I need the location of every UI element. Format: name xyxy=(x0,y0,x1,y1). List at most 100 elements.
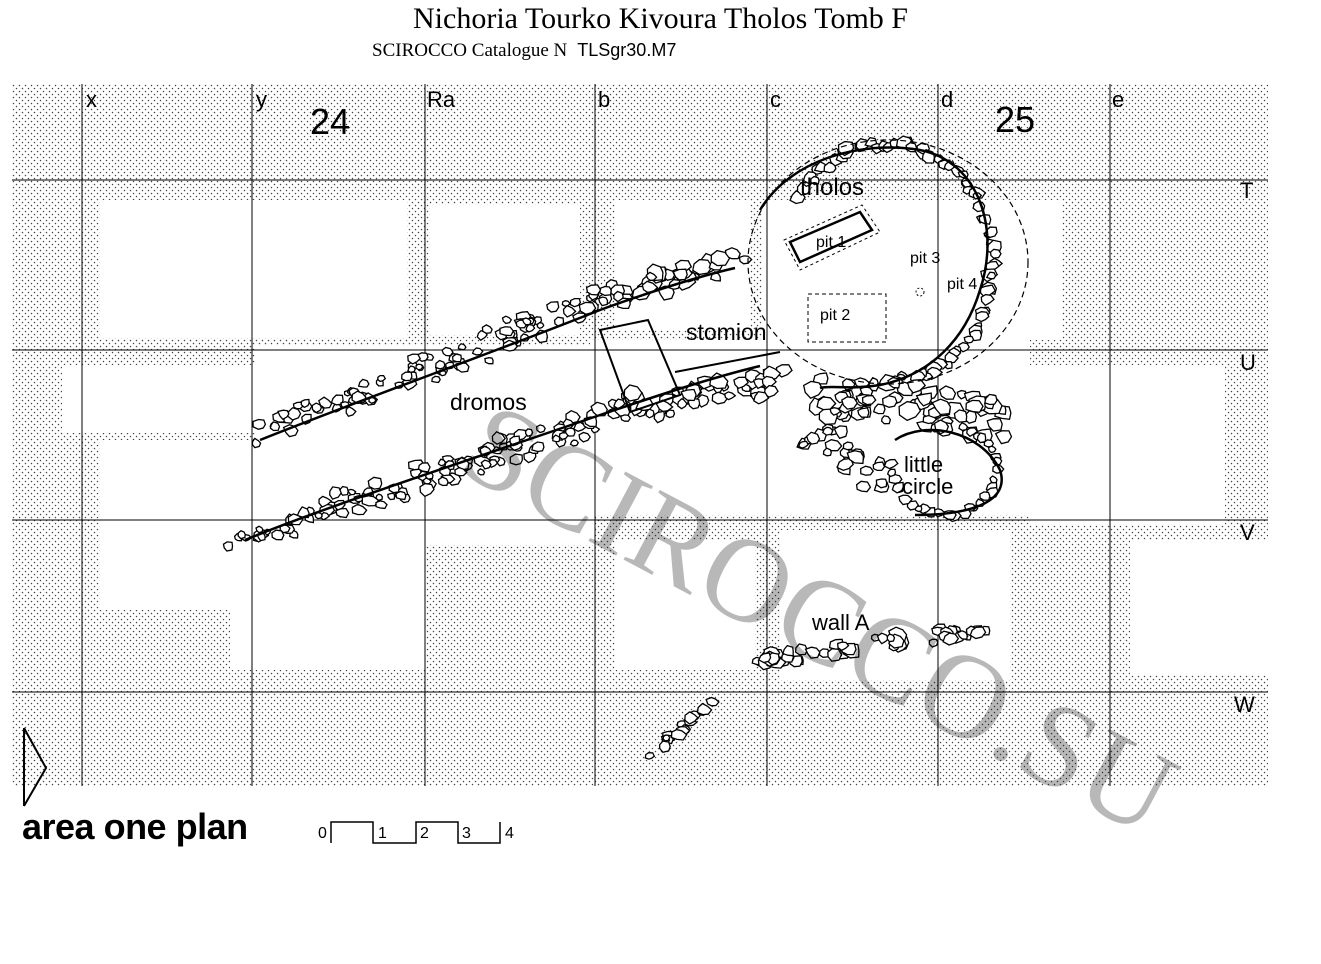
stone xyxy=(431,375,441,384)
col-label-e: e xyxy=(1112,87,1124,112)
stone xyxy=(377,374,387,383)
stone xyxy=(368,396,377,405)
catalogue-code: TLSgr30.M7 xyxy=(577,40,677,60)
stone xyxy=(711,391,729,405)
stone xyxy=(531,441,545,453)
stone xyxy=(882,395,898,408)
stone xyxy=(821,426,834,436)
label-tholos: tholos xyxy=(800,174,864,201)
label-circle: circle xyxy=(902,474,953,499)
col-label-c: c xyxy=(770,87,781,112)
stone xyxy=(975,311,990,323)
stone xyxy=(597,296,609,307)
label-wall-a: wall A xyxy=(811,610,870,635)
stone xyxy=(345,405,357,417)
excavated-areas xyxy=(62,200,1270,680)
stomion-inner-wall xyxy=(674,351,781,373)
stone xyxy=(876,632,890,645)
stone xyxy=(886,633,896,643)
stone xyxy=(578,431,592,443)
stone xyxy=(782,644,794,657)
stone xyxy=(969,626,987,640)
stone xyxy=(891,481,904,494)
stone xyxy=(277,409,290,421)
stone xyxy=(733,376,749,390)
stone xyxy=(880,415,892,425)
stone xyxy=(407,353,422,365)
scale-tick-0: 0 xyxy=(318,825,327,842)
stone xyxy=(857,407,870,418)
stone xyxy=(842,441,854,451)
col-label-y: y xyxy=(256,87,267,112)
stone xyxy=(435,359,446,370)
pit-1-outline xyxy=(788,210,874,264)
stone xyxy=(944,351,960,364)
label-pit-1: pit 1 xyxy=(816,234,846,251)
pits xyxy=(783,204,925,343)
stone xyxy=(590,401,609,417)
stone xyxy=(451,353,462,363)
stone xyxy=(906,379,927,394)
scale-tick-4: 4 xyxy=(505,825,514,842)
stone xyxy=(222,541,234,552)
stone xyxy=(984,393,998,406)
stone xyxy=(375,493,384,502)
dromos-south-wall xyxy=(244,364,761,542)
stone xyxy=(680,388,697,402)
stone xyxy=(491,431,507,445)
north-arrow-icon xyxy=(23,727,48,807)
stone xyxy=(521,317,532,326)
plan-title: area one plan xyxy=(22,806,248,847)
stone xyxy=(989,248,1002,259)
stone xyxy=(753,390,770,405)
stone xyxy=(655,399,674,413)
stone xyxy=(454,466,468,477)
stone xyxy=(484,357,494,365)
stone xyxy=(361,495,380,507)
stone xyxy=(886,468,897,478)
label-dromos: dromos xyxy=(450,389,527,415)
stone xyxy=(499,326,515,337)
stone xyxy=(564,427,576,437)
stone xyxy=(846,450,865,465)
stone xyxy=(810,175,820,185)
stone xyxy=(296,506,310,519)
pit-2-outline xyxy=(807,293,887,343)
stone xyxy=(251,437,262,449)
stone xyxy=(710,249,731,267)
stone xyxy=(833,425,848,440)
stone xyxy=(888,473,903,485)
stone xyxy=(956,389,968,400)
stone xyxy=(252,418,267,430)
stone xyxy=(883,458,899,470)
stone xyxy=(569,439,580,447)
stone xyxy=(724,391,737,401)
label-pit-3: pit 3 xyxy=(910,250,940,267)
stone xyxy=(692,258,713,276)
row-label-w: W xyxy=(1234,692,1255,717)
stone xyxy=(696,702,713,716)
stone xyxy=(351,503,368,516)
stone xyxy=(805,431,821,445)
stone xyxy=(827,648,843,662)
stone xyxy=(915,392,933,407)
feature-labels: tholos pit 1 pit 2 pit 3 pit 4 stomion d… xyxy=(450,174,977,635)
stone xyxy=(653,410,665,424)
stone xyxy=(471,347,484,356)
stone xyxy=(872,461,886,472)
stone xyxy=(300,398,310,409)
stone xyxy=(279,524,291,534)
stone xyxy=(619,414,632,422)
scale-bar xyxy=(330,821,501,844)
stone xyxy=(509,453,523,466)
stone xyxy=(598,285,612,297)
dromos-north-wall xyxy=(259,266,736,442)
stomion-block xyxy=(598,318,682,414)
stone xyxy=(802,380,824,399)
stone xyxy=(980,293,995,307)
stone xyxy=(861,394,877,406)
stone xyxy=(986,418,1003,432)
label-pit-2: pit 2 xyxy=(820,307,850,324)
stone xyxy=(419,482,435,498)
